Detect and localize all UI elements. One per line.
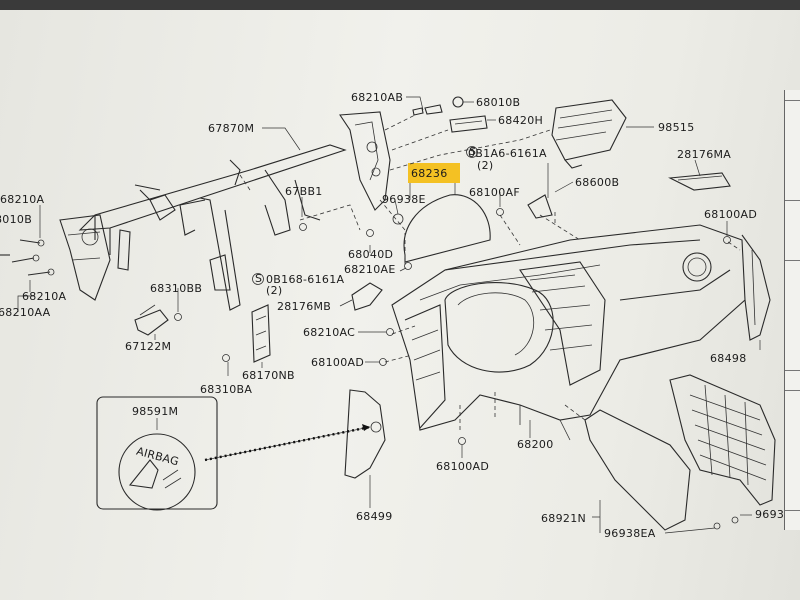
label-68040D: 68040D [348, 248, 393, 261]
label-98591M: 98591M [132, 405, 178, 418]
label-96938E: 96938E [382, 193, 426, 206]
label-68100AD-mid: 68100AD [311, 356, 364, 369]
bolts-left [0, 239, 55, 276]
label-98515: 98515 [658, 121, 695, 134]
label-68200: 68200 [517, 438, 554, 451]
part-labels: 68210AB 68010B 67870M 68420H 98515 68236… [0, 91, 784, 540]
label-68100AD-bottom: 68100AD [436, 460, 489, 473]
label-68310BA: 68310BA [200, 383, 252, 396]
highlight-68236 [408, 163, 460, 183]
label-68170NB: 68170NB [242, 369, 295, 382]
label-67122M: 67122M [125, 340, 171, 353]
label-68210AB: 68210AB [351, 91, 403, 104]
label-67BB1: 67BB1 [285, 185, 323, 198]
label-68210AE: 68210AE [344, 263, 396, 276]
bracket-68600B [527, 194, 553, 219]
label-28176MA: 28176MA [677, 148, 731, 161]
airbag-lid-68236 [403, 194, 491, 263]
monitor-top-edge [0, 0, 800, 10]
label-28176MB: 28176MB [277, 300, 331, 313]
label-68420H: 68420H [498, 114, 543, 127]
label-96938EA-right: 96938EA [755, 508, 784, 521]
side-panel-68499 [344, 389, 386, 479]
label-68498: 68498 [710, 352, 747, 365]
callout-box-98591M [96, 396, 218, 511]
bracket-68420H [449, 115, 488, 133]
label-68210AA: 68210AA [0, 306, 51, 319]
label-68210AC: 68210AC [303, 326, 355, 339]
label-68499: 68499 [356, 510, 393, 523]
instrument-panel-68200 [391, 224, 746, 441]
steering-member-part [59, 111, 391, 311]
label-67870M: 67870M [208, 122, 254, 135]
label-0B1A6-qty: (2) [477, 159, 493, 172]
label-68210A-left: 68210A [22, 290, 66, 303]
label-68921N: 68921N [541, 512, 586, 525]
s-mark-2: S [255, 272, 262, 285]
label-96938EA-bottom: 96938EA [604, 527, 656, 540]
label-0B168-6161A: 0B168-6161A [266, 273, 345, 286]
airbag-warning-icon: AIRBAG [135, 445, 181, 469]
label-8010B: 8010B [0, 213, 32, 226]
vent-28176MA [668, 172, 731, 191]
label-68100AF: 68100AF [469, 186, 520, 199]
bracket-68170NB [251, 304, 271, 363]
right-side-panel [784, 90, 800, 530]
label-68210A-top: 68210A [0, 193, 44, 206]
bracket-67122M [134, 304, 169, 336]
vent-28176MB [351, 282, 383, 311]
assembly-lines [204, 114, 741, 462]
label-68100AD-right: 68100AD [704, 208, 757, 221]
s-mark-1: S [469, 145, 476, 158]
label-0B1A6-6161A: 0B1A6-6161A [468, 147, 547, 160]
side-cover-68498 [741, 234, 771, 341]
leader-lines [17, 96, 761, 534]
label-68310BB: 68310BB [150, 282, 202, 295]
label-68600B: 68600B [575, 176, 619, 189]
label-68010B: 68010B [476, 96, 520, 109]
label-0B168-qty: (2) [266, 284, 282, 297]
label-68236: 68236 [411, 167, 448, 180]
lower-cover-68921N [584, 374, 776, 531]
passenger-airbag-module [551, 99, 627, 169]
